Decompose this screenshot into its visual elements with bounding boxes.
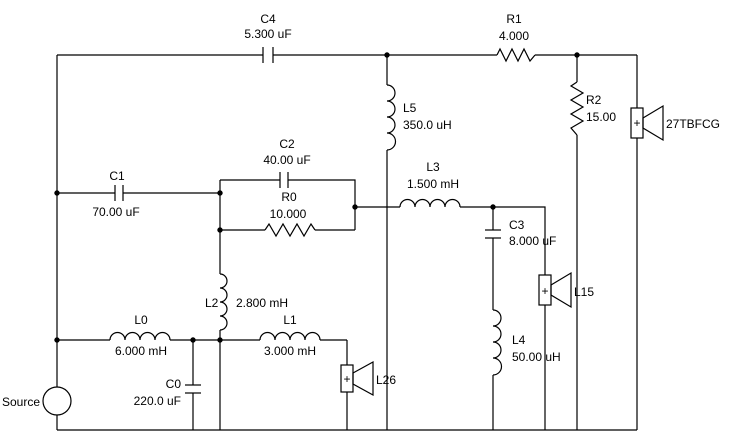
node [54,337,60,343]
resistor-r0[interactable]: R0 10.000 [264,190,316,238]
c0-name: C0 [166,377,182,391]
wires [56,54,638,431]
node [384,52,390,58]
l15-name: L15 [574,285,594,299]
node [217,337,223,343]
node [54,190,60,196]
capacitor-c4[interactable]: C4 5.300 uF [244,12,292,63]
speaker-l15[interactable]: + L15 [538,271,594,309]
node [352,204,358,210]
inductor-l2[interactable]: L2 2.800 mH [205,273,288,331]
inductor-l3[interactable]: L3 1.500 mH [399,160,461,208]
r2-name: R2 [586,93,602,107]
l1-name: L1 [283,313,297,327]
node [490,204,496,210]
l15-polarity: + [541,284,548,298]
c1-name: C1 [109,169,125,183]
l0-name: L0 [134,313,148,327]
capacitor-c0[interactable]: C0 220.0 uF [134,377,201,408]
node [217,227,223,233]
wire-l3-out [460,206,546,275]
l26-polarity: + [343,372,350,386]
c2-name: C2 [279,137,295,151]
r1-name: R1 [506,12,522,26]
c0-value: 220.0 uF [134,394,181,408]
node [574,52,580,58]
resistor-r2[interactable]: R2 15.00 [569,81,616,136]
r0-name: R0 [281,190,297,204]
inductor-l4[interactable]: L4 50.00 uH [492,309,561,376]
speaker-27tbfcg[interactable]: + 27TBFCG [630,104,720,142]
l1-value: 3.000 mH [264,344,316,358]
speaker-l26[interactable]: + L26 [340,360,396,397]
c4-value: 5.300 uF [244,27,291,41]
c2-value: 40.00 uF [263,153,310,167]
27tbfcg-name: 27TBFCG [666,117,720,131]
l5-name: L5 [403,101,417,115]
node [190,337,196,343]
c1-value: 70.00 uF [92,205,139,219]
node [217,190,223,196]
source-name: Source [2,395,40,409]
junction-nodes [54,52,580,343]
r2-value: 15.00 [586,110,616,124]
inductor-l1[interactable]: L1 3.000 mH [259,313,321,358]
l0-value: 6.000 mH [115,344,167,358]
inductor-l5[interactable]: L5 350.0 uH [386,84,452,151]
l2-value: 2.800 mH [236,296,288,310]
c3-name: C3 [509,218,525,232]
capacitor-c1[interactable]: C1 70.00 uF [92,169,139,219]
r1-value: 4.000 [499,29,529,43]
l3-value: 1.500 mH [407,177,459,191]
l4-name: L4 [512,333,526,347]
resistor-r1[interactable]: R1 4.000 [496,12,536,63]
signal-source[interactable]: Source [2,386,72,416]
c3-value: 8.000 uF [509,234,556,248]
r0-value: 10.000 [270,207,307,221]
27tbfcg-polarity: + [633,116,640,130]
l2-name: L2 [205,296,219,310]
capacitor-c3[interactable]: C3 8.000 uF [485,218,556,248]
inductor-l0[interactable]: L0 6.000 mH [109,313,171,358]
l4-value: 50.00 uH [512,350,561,364]
wire-c2-r0-block [219,179,400,268]
l5-value: 350.0 uH [403,118,452,132]
l3-name: L3 [426,160,440,174]
capacitor-c2[interactable]: C2 40.00 uF [263,137,311,188]
l26-name: L26 [376,373,396,387]
c4-name: C4 [260,12,276,26]
